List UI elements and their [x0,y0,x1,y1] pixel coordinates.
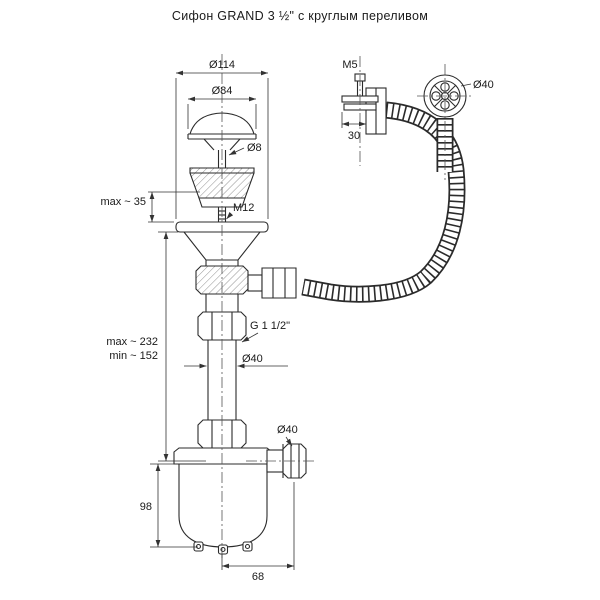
dim-label-d40-pipe: Ø40 [242,353,263,365]
overflow-clamp-assembly [341,73,387,135]
dim-label-d84: Ø84 [212,85,233,97]
dim-label-d114: Ø114 [209,59,235,71]
dim-label-m12: M12 [233,202,254,214]
dim-label-30: 30 [348,130,360,142]
dimensions: Ø114 Ø84 Ø8 M5 Ø40 30 [100,59,493,583]
dim-outlet-offset: 68 [221,482,295,583]
dim-flange-diameter: Ø114 [175,59,269,219]
centerlines [221,54,473,558]
trap-cup [178,463,268,548]
dim-clamp-width: 30 [341,112,367,142]
dim-label-min152: min ~ 152 [109,350,158,362]
page-title: Сифон GRAND 3 ½" с круглым переливом [172,9,428,23]
dim-max-min-length: max ~ 232 min ~ 152 [106,231,206,462]
dim-label-d40-outlet: Ø40 [277,424,298,436]
dim-tail-thread: M12 [226,202,254,220]
dim-label-68: 68 [252,571,264,583]
corrugated-hose [301,101,466,303]
dim-label-d40-cap: Ø40 [473,79,494,91]
drain-plug [242,541,253,552]
dim-label-g112: G 1 1/2" [250,320,290,332]
dim-cap-diameter: Ø84 [187,85,257,129]
dim-outlet-diameter: Ø40 [277,424,298,447]
dim-pipe-diameter: Ø40 [184,353,288,369]
dim-label-m5: M5 [342,59,357,71]
dim-nut-thread: G 1 1/2" [241,320,290,343]
dim-cup-height: 98 [140,463,198,548]
drain-plug [193,541,204,552]
bottle-trap [173,443,307,555]
dim-label-max35: max ~ 35 [100,196,146,208]
drain-plug [217,544,229,555]
trap-lid [173,447,273,465]
sink-flange-body [175,221,297,449]
dim-screw-diameter: Ø8 [228,142,262,156]
hose-nut [261,267,297,299]
dim-label-max232: max ~ 232 [106,336,158,348]
dim-label-d8: Ø8 [247,142,262,154]
dim-overflow-screw-thread: M5 [342,59,357,71]
dim-overflow-cap-diameter: Ø40 [460,79,494,91]
dim-max-top-height: max ~ 35 [100,191,200,223]
dim-label-98: 98 [140,501,152,513]
